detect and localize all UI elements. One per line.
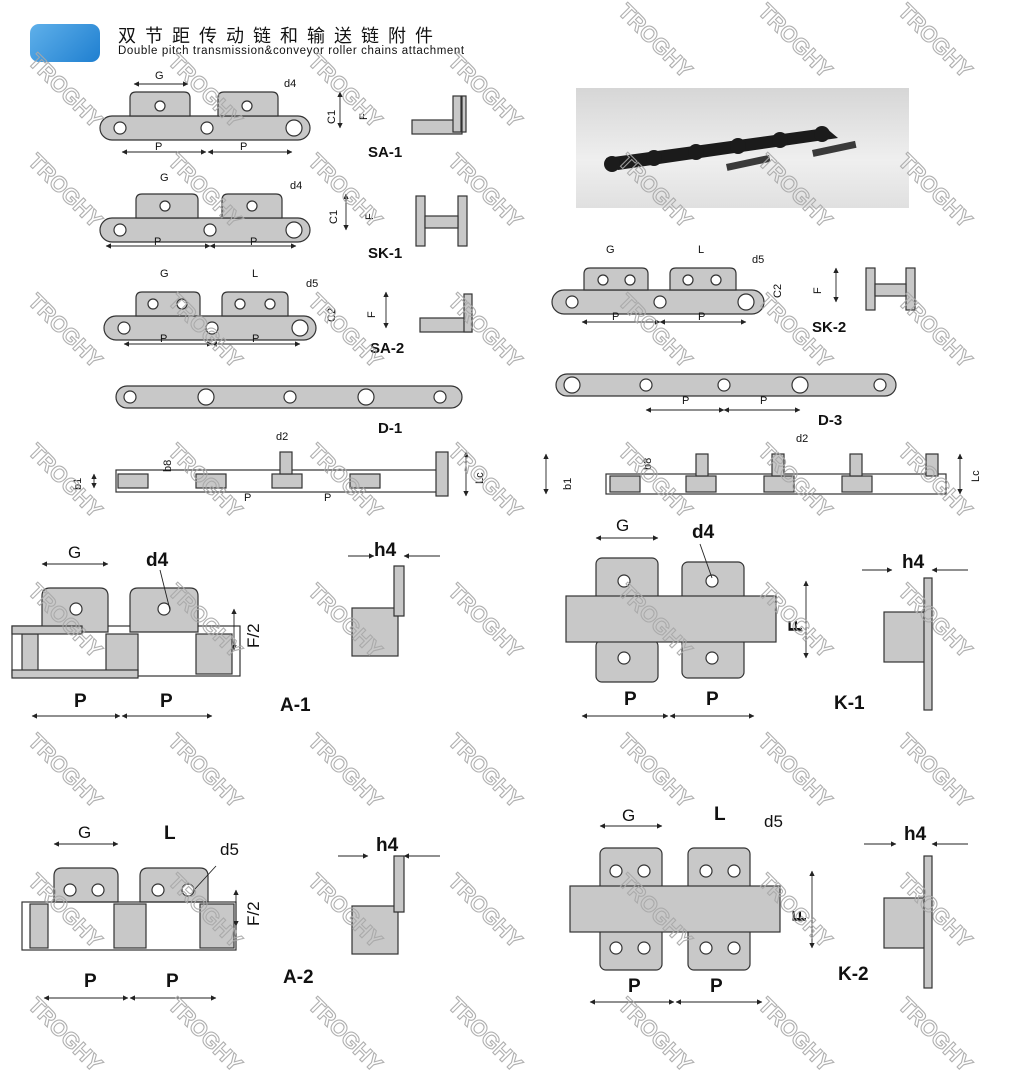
- dim-p: P: [160, 691, 173, 712]
- dim-p: P: [166, 971, 179, 992]
- dim-d5: d5: [752, 254, 765, 266]
- dim-g: G: [160, 268, 169, 280]
- dim-p: P: [324, 492, 332, 504]
- dim-c1: C1: [328, 209, 340, 224]
- dim-g: G: [155, 70, 164, 82]
- dim-p: P: [682, 395, 690, 407]
- dim-c2: C2: [326, 307, 338, 322]
- dim-d4: d4: [290, 180, 303, 192]
- figure-label-d1: D-1: [378, 420, 403, 437]
- dim-g: G: [78, 823, 92, 842]
- dim-d5: d5: [764, 812, 783, 831]
- title-english: Double pitch transmission&conveyor rolle…: [118, 45, 465, 57]
- dim-p: P: [252, 333, 260, 345]
- dim-c1: C1: [326, 109, 338, 124]
- dim-b1: b1: [72, 477, 84, 490]
- dim-p: P: [624, 689, 637, 710]
- dim-f: F: [366, 311, 378, 318]
- dim-g: G: [622, 806, 636, 825]
- dim-p: P: [160, 333, 168, 345]
- dim-b1: b1: [562, 477, 574, 490]
- dimension-lines: [31, 81, 968, 1005]
- dim-p: P: [710, 976, 723, 997]
- sk1-drawing: [99, 193, 468, 247]
- dim-d4: d4: [284, 78, 297, 90]
- dim-f2: F/2: [244, 623, 263, 648]
- sa1-drawing: [99, 91, 467, 141]
- dim-p: P: [84, 971, 97, 992]
- dim-p: P: [698, 311, 706, 323]
- d1-drawing: [115, 385, 463, 409]
- chain-photo-drawing: [604, 126, 857, 172]
- chain-photo: [576, 88, 909, 208]
- dim-h4: h4: [902, 552, 925, 573]
- dim-l: L: [698, 244, 705, 256]
- k2-drawing: [569, 847, 933, 989]
- side-view-left-drawing: [115, 451, 449, 497]
- figure-label-k1: K-1: [834, 693, 865, 714]
- figure-label-sa2: SA-2: [370, 340, 405, 357]
- dim-g: G: [160, 172, 169, 184]
- dim-f: F: [786, 620, 807, 632]
- figure-label-d3: D-3: [818, 412, 843, 429]
- dim-d5: d5: [306, 278, 319, 290]
- dim-f: F: [812, 287, 824, 294]
- sk2-drawing: [551, 267, 916, 315]
- dim-d2: d2: [796, 433, 809, 445]
- dim-g: G: [616, 516, 630, 535]
- dim-f: F: [358, 113, 370, 120]
- dim-d4: d4: [146, 550, 169, 571]
- dim-l: L: [714, 804, 726, 825]
- side-view-right-drawing: [605, 453, 947, 495]
- chain-attachment-drawing: [11, 81, 968, 1005]
- dim-d5: d5: [220, 840, 239, 859]
- figure-label-sk1: SK-1: [368, 245, 403, 262]
- k1-drawing: [565, 557, 933, 711]
- dim-p: P: [74, 691, 87, 712]
- dim-b8: b8: [162, 459, 174, 472]
- dim-f2: F/2: [244, 901, 263, 926]
- a2-drawing: [21, 855, 405, 955]
- dim-p: P: [244, 492, 252, 504]
- dim-f: F: [790, 910, 811, 922]
- figure-label-sk2: SK-2: [812, 319, 847, 336]
- dim-h4: h4: [374, 540, 397, 561]
- figure-label-k2: K-2: [838, 964, 869, 985]
- d3-drawing: [555, 373, 897, 397]
- figure-label-a2: A-2: [283, 967, 314, 988]
- dim-p: P: [155, 141, 163, 153]
- dim-d4: d4: [692, 522, 715, 543]
- dim-f: F: [364, 213, 376, 220]
- dim-g: G: [606, 244, 615, 256]
- dim-p: P: [628, 976, 641, 997]
- figure-label-sa1: SA-1: [368, 144, 403, 161]
- dim-h4: h4: [376, 835, 399, 856]
- dim-g: G: [68, 543, 82, 562]
- title-chinese: 双节距传动链和输送链附件: [118, 26, 442, 47]
- dim-p: P: [240, 141, 248, 153]
- dim-l: L: [164, 823, 176, 844]
- dim-p: P: [760, 395, 768, 407]
- dim-p: P: [250, 236, 258, 248]
- dim-h4: h4: [904, 824, 927, 845]
- attachment-catalog-sheet: 双节距传动链和输送链附件 Double pitch transmission&c…: [11, 0, 982, 1077]
- header-badge: [30, 24, 100, 62]
- dim-p: P: [154, 236, 162, 248]
- a1-drawing: [11, 565, 405, 679]
- dim-p: P: [706, 689, 719, 710]
- dim-l: L: [252, 268, 259, 280]
- sa2-drawing: [103, 291, 473, 341]
- dim-d2: d2: [276, 431, 289, 443]
- dim-c2: C2: [772, 283, 784, 298]
- dim-p: P: [612, 311, 620, 323]
- dim-b8: b8: [642, 457, 654, 470]
- dim-lc: Lc: [474, 472, 486, 484]
- dim-lc: Lc: [970, 470, 982, 482]
- figure-label-a1: A-1: [280, 695, 311, 716]
